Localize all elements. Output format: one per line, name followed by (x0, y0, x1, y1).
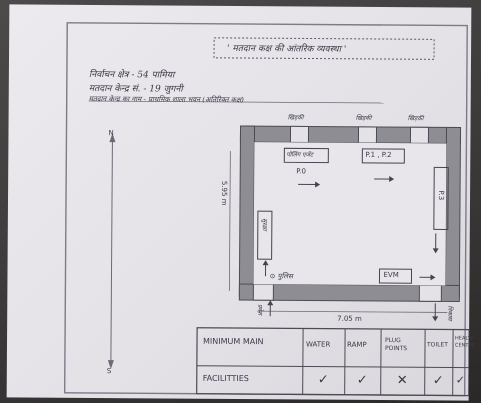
arrow-entry-in-head (267, 300, 274, 306)
width-dimension: 7.05 m (337, 314, 362, 323)
window-label-2: खिड़की (355, 114, 372, 122)
screen-label: सुरक्षा (260, 218, 268, 231)
col-plug-points: PLUG POINTS (384, 337, 408, 353)
width-dim-line (257, 310, 448, 313)
sheet-drawing (63, 22, 470, 397)
window-label-3: खिड़की (407, 115, 424, 123)
window-1 (289, 125, 310, 143)
notebook-page: ' मतदान कक्ष की आंतरिक व्यवस्था ' निर्वा… (6, 4, 476, 401)
info-constituency: निर्वाचन क्षेत्र - 54 पामिया (88, 69, 175, 81)
table-row-divider (196, 365, 469, 369)
entry-label: प्रवेश (256, 304, 264, 316)
north-label: N (108, 129, 114, 138)
police-label: ⊙ पुलिस (269, 272, 293, 281)
p1p2-box (361, 148, 405, 164)
height-dim-line (228, 150, 231, 291)
arrow-p1-head (389, 176, 395, 183)
arrow-entry-head (262, 260, 269, 266)
evm-label: EVM (383, 271, 399, 280)
wall-left (238, 125, 256, 297)
p0-label: P.0 (296, 167, 307, 176)
exit-door (418, 284, 442, 302)
window-3 (409, 126, 430, 144)
p3-box (433, 166, 449, 230)
title-box (213, 37, 435, 60)
entry-door (252, 283, 274, 301)
evm-box (378, 268, 413, 284)
mark-health-centre: ✓ (455, 373, 466, 387)
window-label-1: खिड़की (287, 114, 304, 122)
p3-label: P.3 (437, 190, 446, 201)
north-south-line (110, 137, 113, 366)
arrow-p0-head (315, 181, 321, 188)
col-water: WATER (305, 340, 331, 349)
south-arrow-head (107, 360, 114, 370)
polling-agents-label: पोलिंग एजेंट (286, 151, 314, 159)
north-arrow-head (109, 133, 116, 143)
info-polling-station-no: मतदान केन्द्र सं. - 19 जुगनी (88, 83, 183, 95)
room-floor (253, 142, 447, 286)
south-label: S (106, 367, 112, 376)
window-2 (357, 126, 378, 144)
col-ramp: RAMP (346, 340, 367, 349)
p1p2-label: P.1 , P.2 (365, 150, 392, 160)
col-health-centre: HEALTH CENTRE (454, 335, 476, 349)
exit-label: निकास (446, 305, 454, 321)
height-dimension: 5.95 m (219, 180, 229, 206)
arrow-p3-head (432, 248, 439, 254)
arrow-exit-out-head (432, 316, 439, 322)
mark-ramp: ✓ (356, 372, 368, 388)
polling-agents-box (283, 147, 329, 164)
info-underline (88, 100, 384, 104)
mark-toilet: ✓ (432, 373, 444, 389)
info-polling-station-name: मतदान केन्द्र का नाम - प्राथमिक शाला भवन… (88, 94, 244, 105)
arrow-evm-head (430, 274, 436, 281)
page-title: ' मतदान कक्ष की आंतरिक व्यवस्था ' (227, 43, 347, 55)
facilities-heading-line1: MINIMUM MAIN (202, 336, 264, 347)
facilities-table (196, 327, 470, 397)
col-toilet: TOILET (426, 341, 449, 349)
screen-box (257, 210, 273, 260)
mark-plug-points: ✕ (396, 373, 408, 389)
facilities-heading-line2: FACILITTIES (202, 373, 249, 384)
mark-water: ✓ (317, 372, 329, 388)
